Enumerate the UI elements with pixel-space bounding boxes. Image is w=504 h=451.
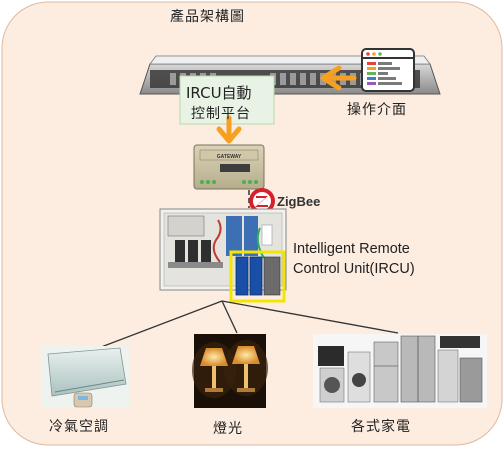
- interface-label: 操作介面: [347, 102, 407, 118]
- appliance-label-home-appliances: 各式家電: [351, 419, 411, 435]
- air-conditioner-image: [41, 346, 129, 408]
- home-appliances-image: [313, 334, 487, 408]
- platform-label-line1: IRCU自動: [186, 84, 252, 102]
- appliance-label-lighting: 燈光: [213, 421, 243, 437]
- diagram-title: 產品架構圖: [170, 9, 245, 25]
- operation-interface-icon: [361, 48, 415, 92]
- lamps-image: [192, 334, 268, 408]
- arrow-interface-to-server: [320, 65, 357, 91]
- zigbee-logo-icon: [249, 188, 275, 214]
- arrow-server-to-gateway: [216, 115, 242, 144]
- relay-module-highlight: [229, 250, 286, 303]
- ircu-label-line2: Control Unit(IRCU): [293, 261, 415, 277]
- ircu-label-line1: Intelligent Remote: [293, 241, 410, 257]
- appliance-label-air-conditioner: 冷氣空調: [49, 419, 109, 435]
- gateway-device-label: GATEWAY: [217, 154, 242, 160]
- platform-box: [179, 75, 275, 125]
- distribution-lines: [87, 300, 399, 353]
- platform-label-line2: 控制平台: [191, 106, 251, 122]
- ircu-panel: [159, 208, 287, 291]
- gateway-device: [193, 144, 265, 190]
- zigbee-label: ZigBee: [277, 194, 320, 209]
